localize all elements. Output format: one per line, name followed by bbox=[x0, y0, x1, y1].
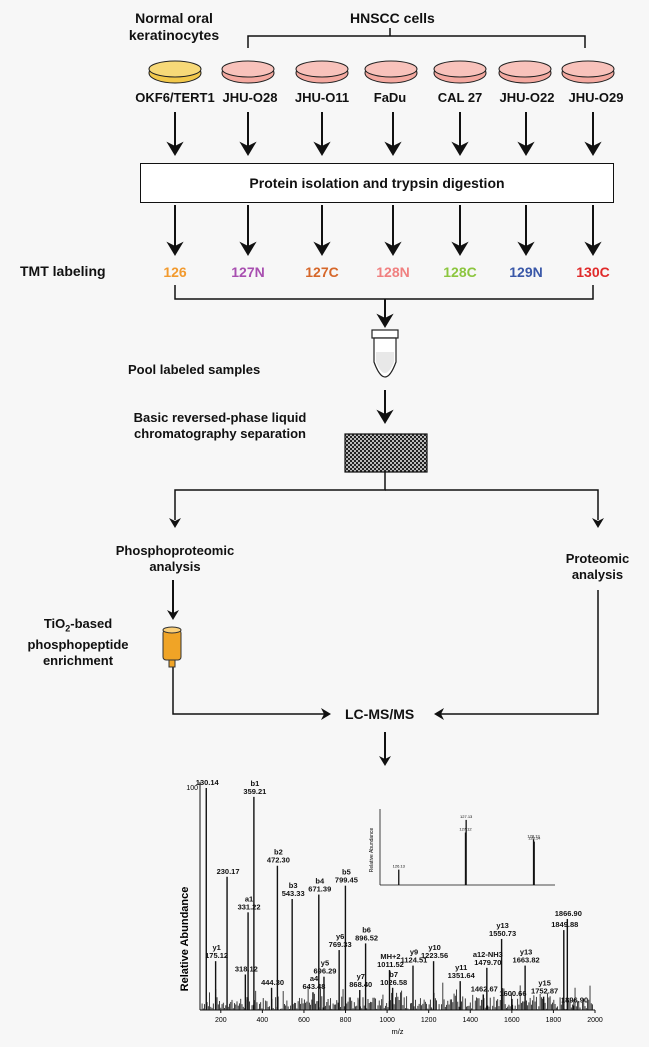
prot-line2: analysis bbox=[571, 567, 624, 582]
peak-label: 1600.66 bbox=[499, 989, 526, 998]
x-tick-label: 600 bbox=[298, 1017, 310, 1024]
proteomic-label: Proteomic analysis bbox=[545, 551, 649, 583]
tmt-tag-126: 126 bbox=[163, 264, 187, 280]
inset-peak-label: 128.14 bbox=[528, 836, 541, 841]
peak-label: 444.30 bbox=[261, 978, 284, 987]
phospho-line1: Phosphoproteomic bbox=[115, 543, 235, 558]
cell-line-jhu-o22: JHU-O22 bbox=[499, 90, 555, 105]
y-tick-label: 100 bbox=[186, 785, 198, 792]
peak-label: 1896.90 bbox=[561, 996, 588, 1005]
normal-label-line1: Normal oral bbox=[135, 10, 213, 26]
inset-y-label: Relative Abundance bbox=[369, 828, 375, 873]
cell-line-jhu-o28: JHU-O28 bbox=[222, 90, 278, 105]
peak-label: 130.14 bbox=[196, 778, 220, 787]
x-tick-label: 1000 bbox=[379, 1017, 395, 1024]
tmt-tag-127c: 127C bbox=[305, 264, 339, 280]
bprp-line1: Basic reversed-phase liquid bbox=[133, 410, 307, 425]
peak-label: 1849.88 bbox=[551, 920, 578, 929]
tio2-line3: enrichment bbox=[42, 652, 114, 668]
inset-peak-label: 127.13 bbox=[460, 814, 473, 819]
x-tick-label: 1200 bbox=[421, 1017, 437, 1024]
peak-label: 230.17 bbox=[217, 867, 240, 876]
inset-peak-label: 126.13 bbox=[393, 864, 406, 869]
normal-keratinocytes-label: Normal oral keratinocytes bbox=[118, 10, 230, 44]
x-tick-label: 200 bbox=[215, 1017, 227, 1024]
bprp-label: Basic reversed-phase liquid chromatograp… bbox=[105, 410, 335, 442]
cell-line-jhu-o29: JHU-O29 bbox=[568, 90, 624, 105]
peak-label: 1866.90 bbox=[555, 909, 582, 918]
tio2-enrichment-label: TiO2-based phosphopeptide enrichment bbox=[18, 616, 138, 669]
phospho-line2: analysis bbox=[149, 559, 201, 574]
culture-dishes bbox=[148, 60, 615, 84]
tio2-cartridge-icon bbox=[162, 626, 182, 668]
lcms-label: LC-MS/MS bbox=[345, 706, 415, 722]
cell-line-jhu-o11: JHU-O11 bbox=[294, 90, 350, 105]
x-tick-label: 800 bbox=[340, 1017, 352, 1024]
tmt-tag-129n: 129N bbox=[509, 264, 543, 280]
tio2-based-text: -based bbox=[70, 616, 113, 631]
column-icon bbox=[344, 433, 428, 473]
peak-label: 318.12 bbox=[235, 964, 258, 973]
inset-peak-label: 128.13 bbox=[527, 834, 540, 839]
x-axis-label: m/z bbox=[391, 1027, 403, 1036]
x-tick-label: 1800 bbox=[546, 1017, 562, 1024]
cell-line-okf6: OKF6/TERT1 bbox=[135, 90, 215, 105]
phosphoproteomic-label: Phosphoproteomic analysis bbox=[100, 543, 250, 575]
x-tick-label: 1400 bbox=[462, 1017, 478, 1024]
protein-isolation-box: Protein isolation and trypsin digestion bbox=[140, 163, 614, 203]
hnscc-label: HNSCC cells bbox=[350, 10, 435, 26]
tmt-tag-127n: 127N bbox=[231, 264, 265, 280]
x-tick-label: 1600 bbox=[504, 1017, 520, 1024]
tmt-tag-130c: 130C bbox=[576, 264, 610, 280]
normal-label-line2: keratinocytes bbox=[128, 27, 220, 43]
peak-label: 1462.67 bbox=[471, 984, 498, 993]
cell-line-cal27: CAL 27 bbox=[437, 90, 483, 105]
tio2-text: TiO bbox=[43, 616, 66, 631]
prot-line1: Proteomic bbox=[565, 551, 630, 566]
cell-line-fadu: FaDu bbox=[373, 90, 407, 105]
bprp-line2: chromatography separation bbox=[134, 426, 306, 441]
x-tick-label: 400 bbox=[257, 1017, 269, 1024]
tmt-tag-128n: 128N bbox=[376, 264, 410, 280]
tio2-line2: phosphopeptide bbox=[27, 636, 129, 652]
y-axis-label: Relative Abundance bbox=[179, 887, 191, 992]
pool-samples-label: Pool labeled samples bbox=[128, 362, 261, 377]
tmt-tag-128c: 128C bbox=[443, 264, 477, 280]
microtube-icon bbox=[371, 329, 399, 378]
tmt-labeling-label: TMT labeling bbox=[20, 263, 106, 279]
x-tick-label: 2000 bbox=[587, 1017, 603, 1024]
tio2-subscript: 2 bbox=[65, 623, 71, 634]
